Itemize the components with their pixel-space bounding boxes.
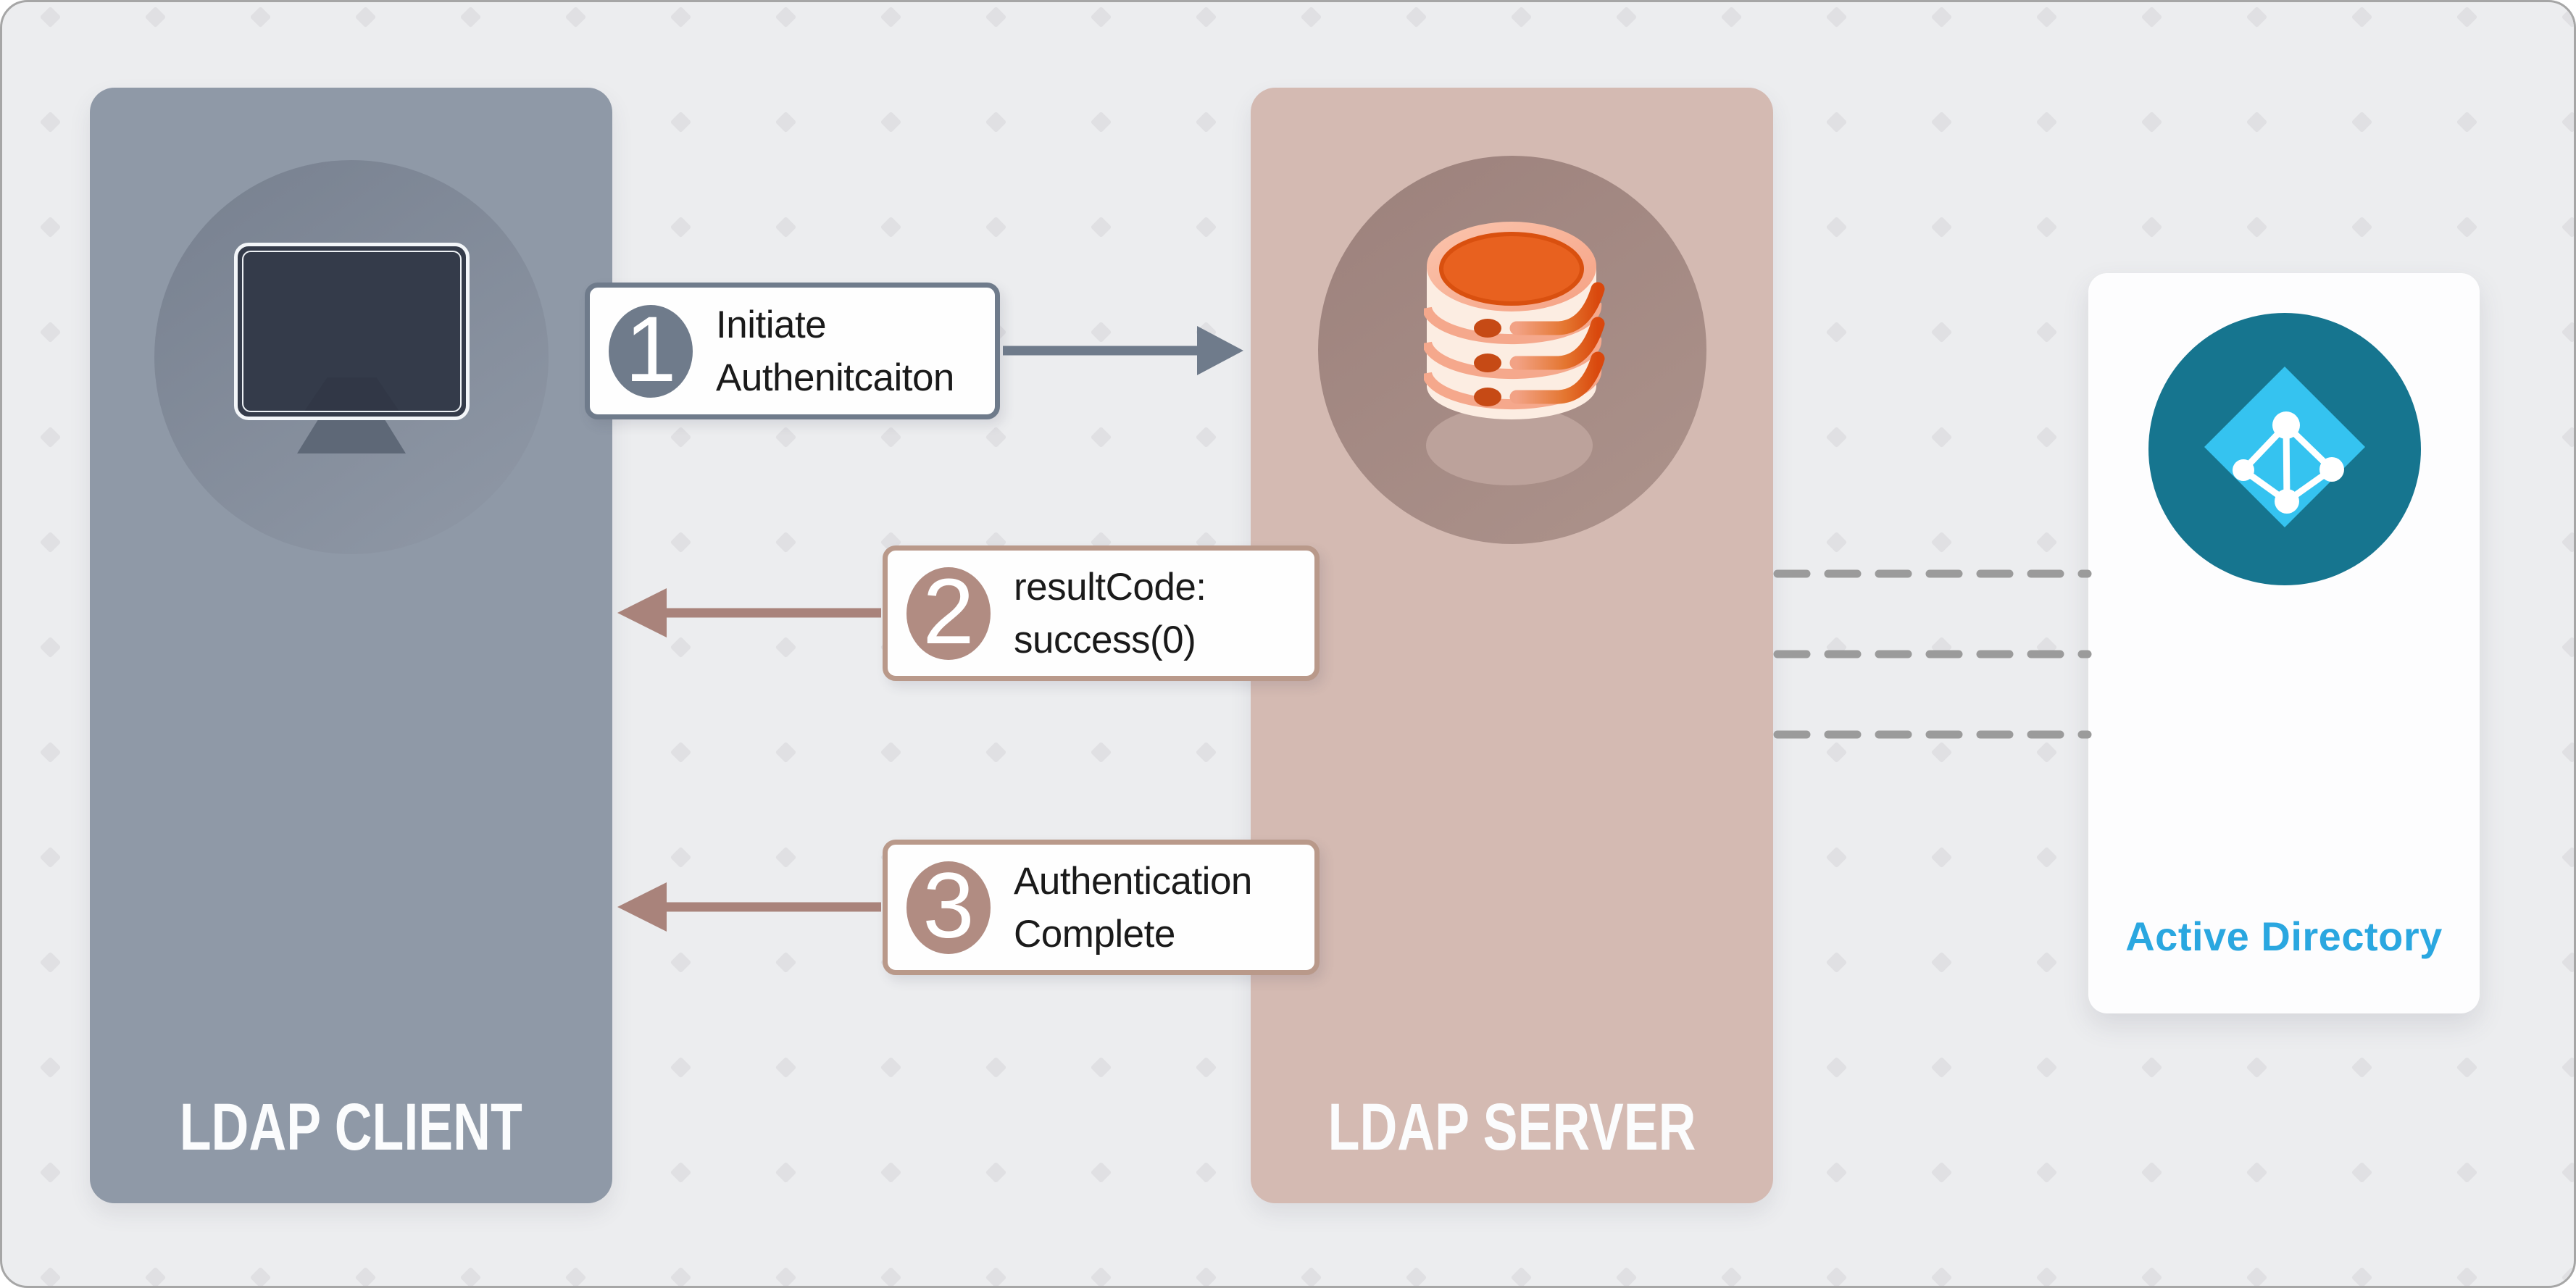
server-panel-label: LDAP SERVER xyxy=(1327,1090,1696,1164)
ldap-client-panel: LDAP CLIENT xyxy=(90,88,612,1203)
monitor-screen xyxy=(242,251,462,412)
ldap-server-panel: LDAP SERVER xyxy=(1251,88,1773,1203)
step-2-message-box: 2 resultCode: success(0) xyxy=(883,545,1320,681)
active-directory-icon xyxy=(2148,313,2421,585)
step-2-number-badge: 2 xyxy=(906,565,991,660)
step-3-number-badge: 3 xyxy=(906,859,991,954)
monitor-stand xyxy=(297,420,406,453)
step-1-number-badge: 1 xyxy=(609,303,693,398)
step-3-message-box: 3 Authentication Complete xyxy=(883,840,1320,975)
dashed-connection-lines xyxy=(1773,569,2092,739)
client-icon-circle xyxy=(154,160,549,554)
monitor-icon xyxy=(234,243,470,420)
arrow-right-icon xyxy=(1003,326,1243,375)
database-icon xyxy=(1424,222,1605,419)
step-1-message-box: 1 Initiate Authenitcaiton xyxy=(585,283,1000,419)
step-3-label: Authentication Complete xyxy=(1014,859,1252,955)
arrow-left-icon xyxy=(617,882,881,932)
step-2-label: resultCode: success(0) xyxy=(1014,565,1206,661)
active-directory-panel: Active Directory xyxy=(2088,273,2480,1013)
arrow-left-icon xyxy=(617,588,881,637)
step-1-label: Initiate Authenitcaiton xyxy=(716,303,954,399)
client-panel-label: LDAP CLIENT xyxy=(179,1090,523,1164)
active-directory-label: Active Directory xyxy=(2125,913,2443,959)
